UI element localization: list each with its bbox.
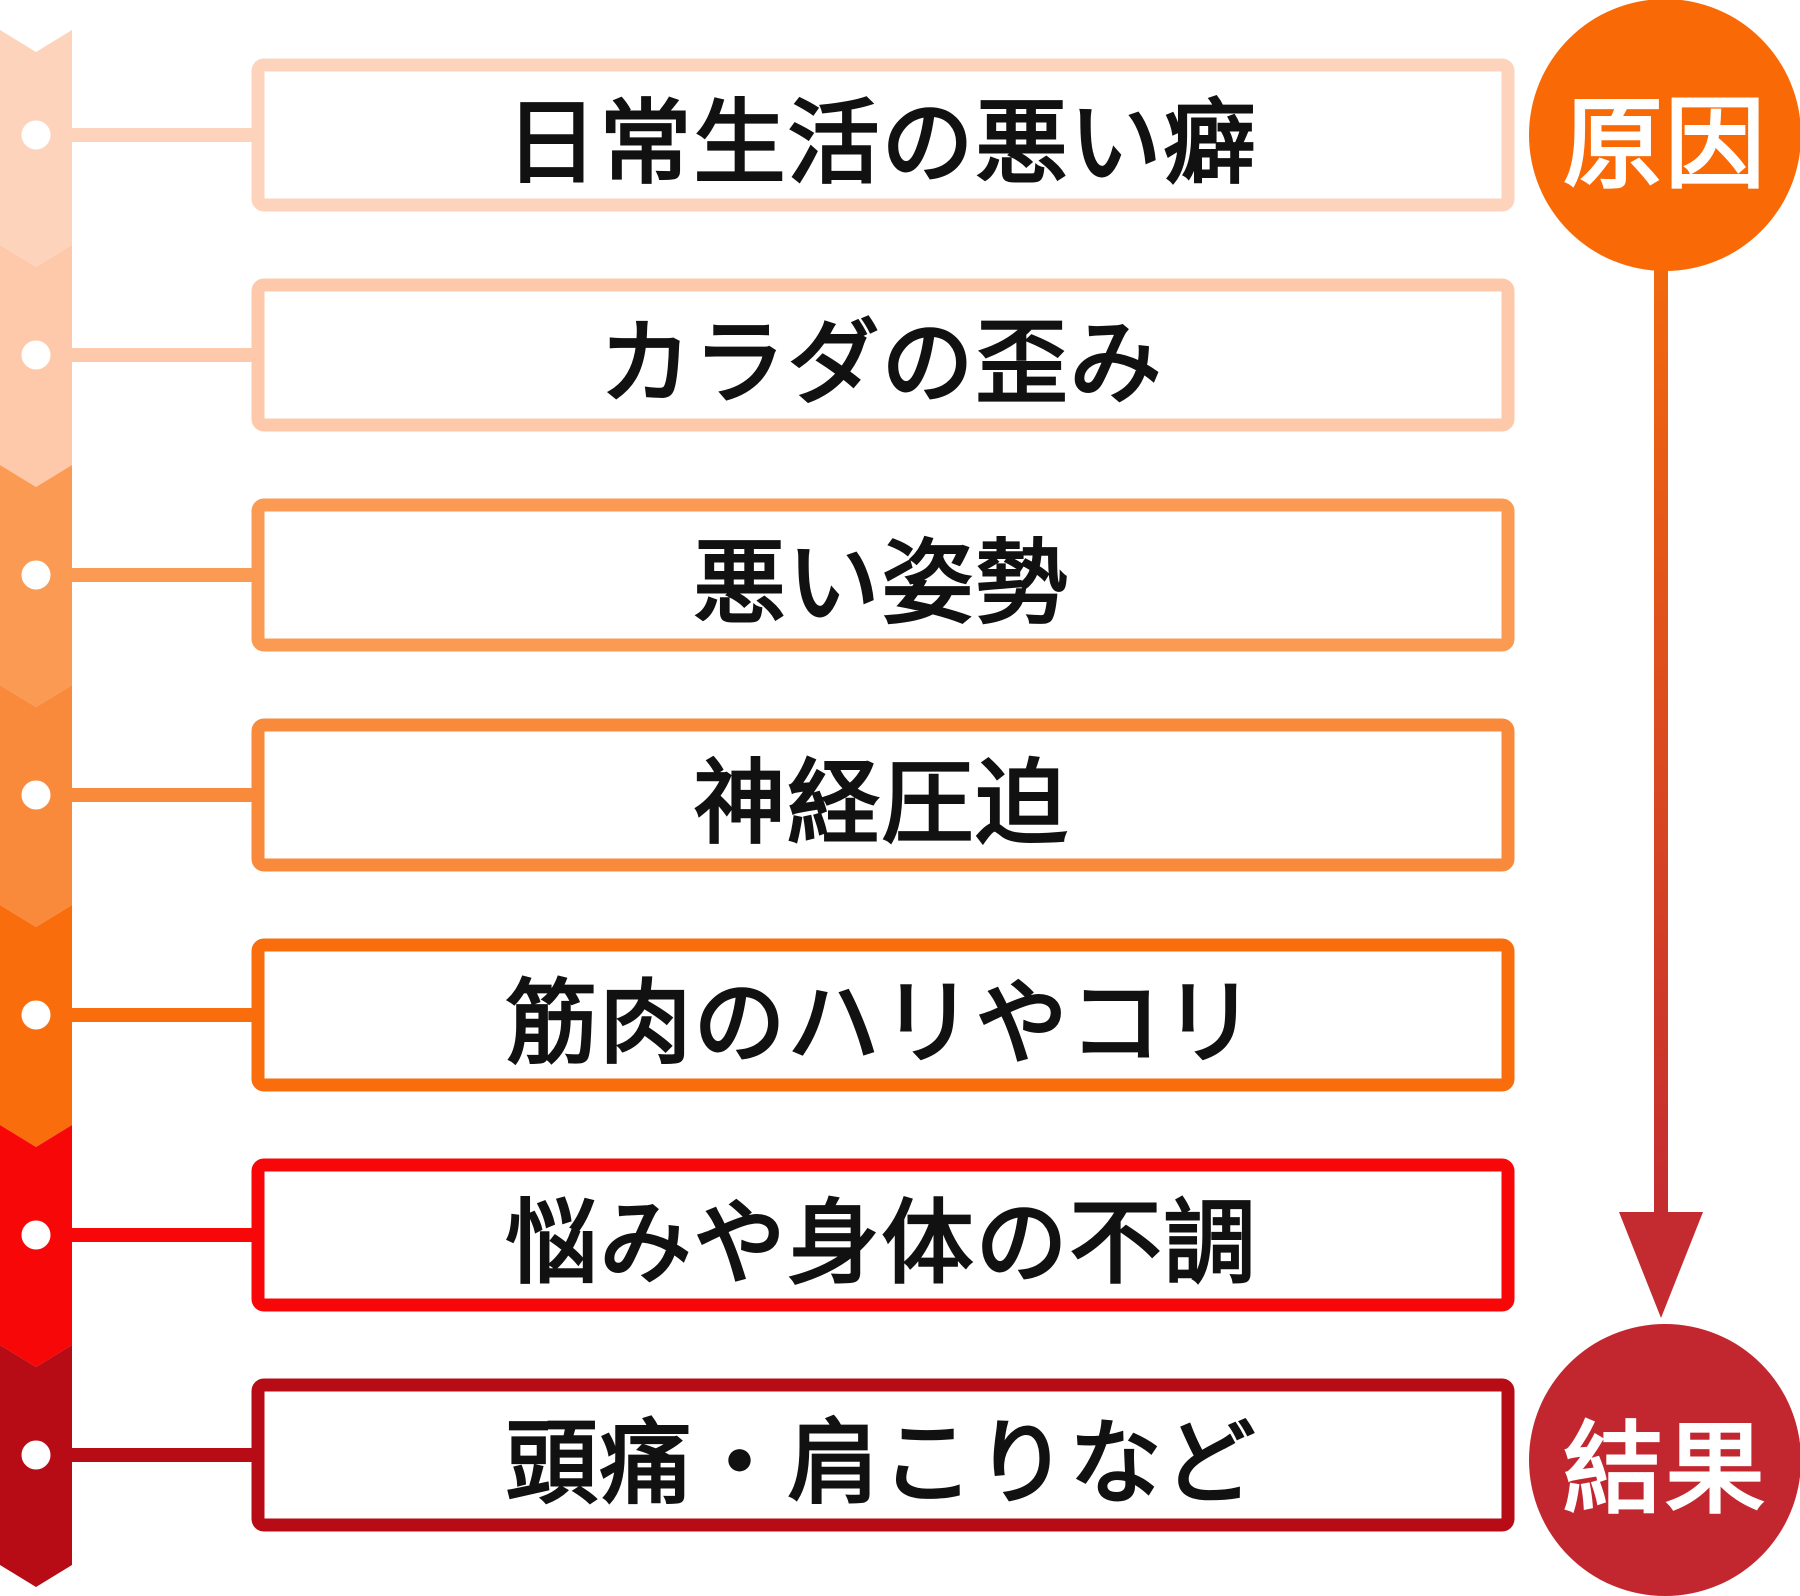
flow-arrow-shaft — [1654, 250, 1668, 1235]
step-label: 頭痛・肩こりなど — [505, 1410, 1258, 1517]
step-box — [251, 1378, 1515, 1532]
result-badge-label: 結果 — [1563, 1410, 1767, 1528]
connector-node — [8, 987, 64, 1043]
step-label: 筋肉のハリやコリ — [505, 970, 1258, 1077]
step-box — [251, 718, 1515, 872]
connector-line — [50, 568, 260, 582]
step-boxes — [251, 58, 1515, 1532]
flow-arrow — [1619, 250, 1703, 1318]
connector-node — [8, 107, 64, 163]
connectors — [8, 107, 260, 1483]
step-label: 悪い姿勢 — [693, 530, 1070, 637]
step-box — [251, 1158, 1515, 1312]
step-box — [251, 278, 1515, 432]
step-label: カラダの歪み — [599, 310, 1164, 417]
connector-line — [50, 348, 260, 362]
connector-line — [50, 788, 260, 802]
connector-line — [50, 1448, 260, 1462]
result-badge-circle — [1529, 1324, 1800, 1596]
connector-node — [8, 767, 64, 823]
flow-arrow-head — [1619, 1212, 1703, 1318]
connector-node — [8, 547, 64, 603]
connector-node — [8, 327, 64, 383]
cause-badge-label: 原因 — [1563, 85, 1767, 203]
step-label: 日常生活の悪い癖 — [505, 90, 1258, 197]
cause-badge-circle — [1529, 0, 1800, 271]
connector-line — [50, 1008, 260, 1022]
connector-line — [50, 1228, 260, 1242]
step-label: 悩みや身体の不調 — [505, 1190, 1258, 1297]
step-box — [251, 58, 1515, 212]
step-box — [251, 938, 1515, 1092]
step-box — [251, 498, 1515, 652]
connector-line — [50, 128, 260, 142]
connector-node — [8, 1427, 64, 1483]
connector-node — [8, 1207, 64, 1263]
step-label: 神経圧迫 — [693, 750, 1070, 857]
